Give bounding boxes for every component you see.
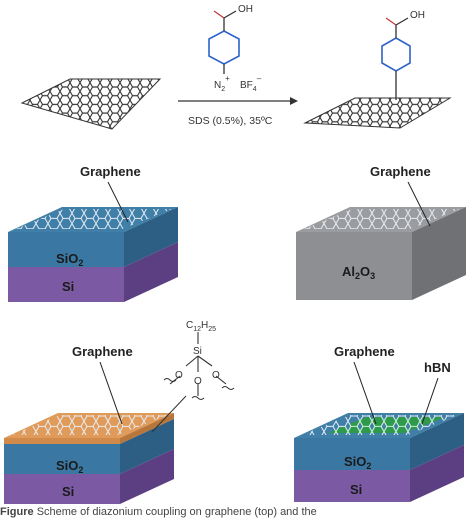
pointer-hbn	[421, 377, 439, 425]
label-oxide-4: SiO2	[344, 454, 371, 471]
label-graphene-4: Graphene	[334, 344, 395, 359]
sam-o-left: O	[175, 370, 183, 381]
sam-o-bottom: O	[194, 376, 202, 387]
label-hbn: hBN	[424, 360, 451, 375]
figure-caption: Figure Scheme of diazonium coupling on g…	[0, 506, 474, 520]
reaction-conditions: SDS (0.5%), 35ºC	[188, 115, 273, 127]
counter-ion-formula: BF4–	[240, 74, 262, 93]
label-si-4: Si	[350, 482, 362, 497]
label-oxide-3: SiO2	[56, 458, 83, 475]
graphene-sheet-reactant	[20, 78, 162, 130]
diazonium-reagent	[208, 10, 240, 74]
label-graphene-2: Graphene	[370, 164, 431, 179]
label-al2o3: Al2O3	[342, 264, 375, 281]
acid-oh-label: OH	[238, 4, 253, 15]
substrate-al2o3	[296, 207, 466, 300]
label-graphene-3: Graphene	[72, 344, 133, 359]
pointer-graphene-2	[407, 181, 431, 227]
pointer-graphene-3	[99, 361, 123, 425]
silane-molecule	[151, 332, 235, 433]
grafted-benzoic-acid	[381, 17, 411, 100]
diazonium-formula: N2+	[214, 74, 230, 93]
substrate-sam-sio2-si	[4, 413, 174, 504]
sam-o-right: O	[212, 370, 220, 381]
substrate-hbn-sio2-si	[294, 413, 464, 502]
caption-text: Scheme of diazonium coupling on graphene…	[36, 506, 317, 518]
label-oxide-1: SiO2	[56, 251, 83, 268]
pointer-graphene-1	[107, 181, 129, 223]
sam-si-label: Si	[193, 346, 202, 357]
label-si-3: Si	[62, 484, 74, 499]
label-si-1: Si	[62, 279, 74, 294]
substrate-sio2-si-1	[8, 207, 178, 302]
pointer-graphene-4	[353, 361, 377, 425]
product-oh-label: OH	[410, 10, 425, 21]
graphene-sheet-product	[303, 97, 452, 129]
sam-alkyl-formula: C12H25	[186, 320, 216, 333]
label-graphene-1: Graphene	[80, 164, 141, 179]
caption-prefix: Figure	[0, 506, 34, 518]
reaction-arrow	[178, 97, 298, 105]
